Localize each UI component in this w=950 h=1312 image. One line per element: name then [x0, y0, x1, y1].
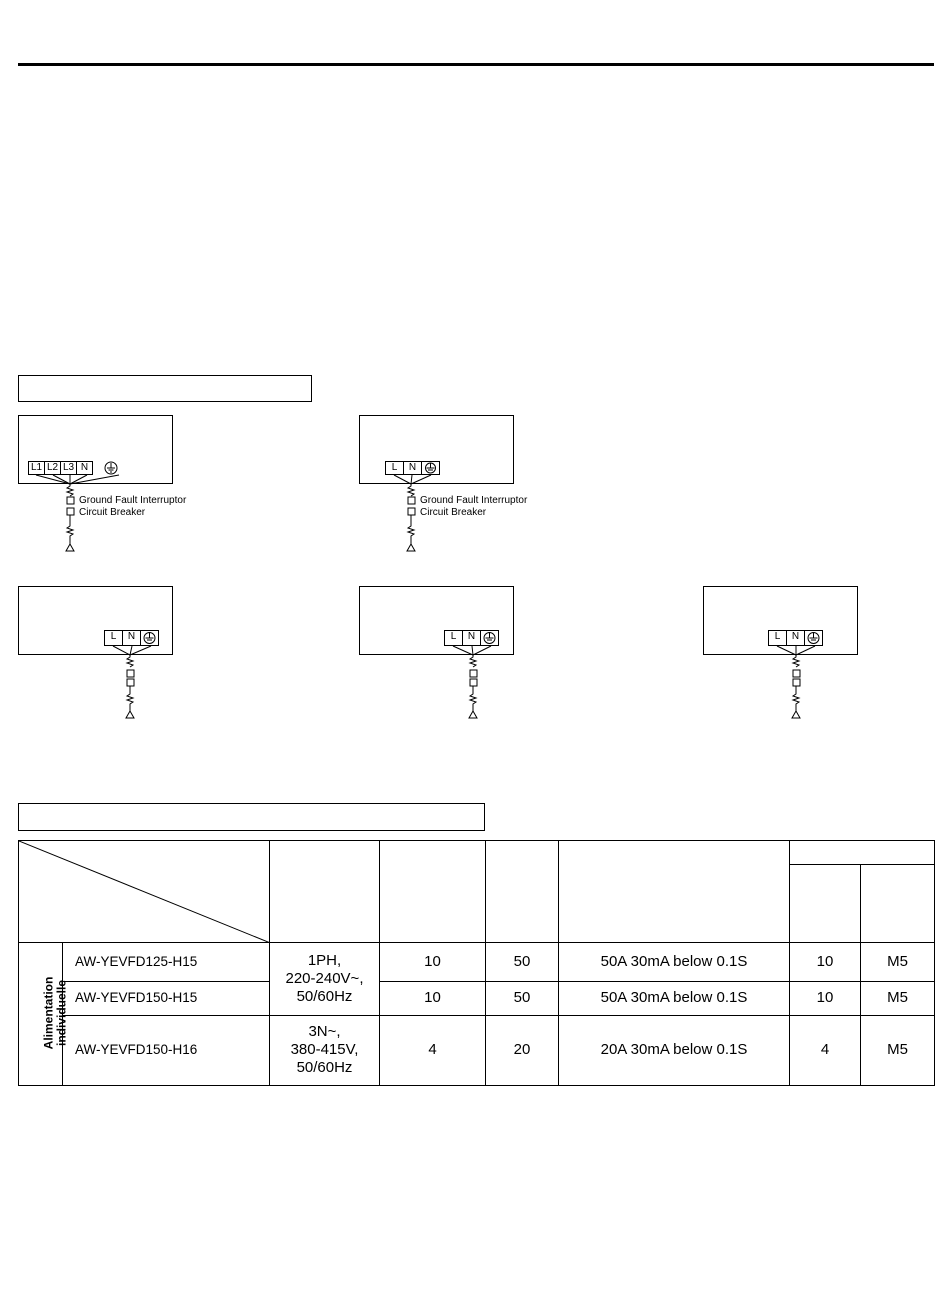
terminal-n: N: [403, 461, 422, 475]
power-cell: 3N~, 380-415V, 50/60Hz: [269, 1014, 380, 1087]
terminal-l2: L2: [44, 461, 61, 475]
wiring-section-title-box: [18, 375, 312, 402]
header-power-supply: [269, 839, 380, 944]
header-col-2: [485, 839, 559, 944]
terminal-n: N: [76, 461, 93, 475]
terminal-l: L: [104, 630, 123, 646]
breaker-label: Circuit Breaker: [420, 507, 487, 518]
gfi-cell: 50A 30mA below 0.1S: [558, 980, 790, 1016]
header-row-bottom: [19, 864, 935, 944]
model-cell: AW-YEVFD150-H16: [62, 1014, 270, 1087]
header-diagonal-cell: [18, 839, 270, 944]
value-cell: M5: [860, 942, 935, 982]
breaker-label: Circuit Breaker: [79, 507, 146, 518]
earth-icon: [421, 461, 440, 475]
terminal-block-three-phase: L1 L2 L3 N: [28, 461, 118, 475]
header-col-4: [789, 864, 861, 944]
header-row-top: [18, 839, 935, 944]
value-cell: 10: [379, 942, 486, 982]
earth-icon: [480, 630, 499, 646]
top-rule: [18, 63, 934, 66]
value-cell: 4: [379, 1014, 486, 1087]
value-cell: 4: [789, 1014, 861, 1087]
table-row: AW-YEVFD150-H16 3N~, 380-415V, 50/60Hz 4…: [19, 1014, 935, 1087]
table-row: AW-YEVFD150-H15 10 50 50A 30mA below 0.1…: [19, 980, 935, 1016]
terminal-block-single-phase: L N: [768, 630, 823, 646]
terminal-block-single-phase: L N: [104, 630, 159, 646]
model-cell: AW-YEVFD150-H15: [62, 980, 270, 1016]
terminal-l: L: [768, 630, 787, 646]
value-cell: 50: [485, 942, 559, 982]
gfi-label: Ground Fault Interruptor: [420, 495, 528, 506]
value-cell: M5: [860, 980, 935, 1016]
value-cell: 10: [379, 980, 486, 1016]
terminal-n: N: [462, 630, 481, 646]
earth-icon: [804, 630, 823, 646]
value-cell: 10: [789, 980, 861, 1016]
earth-icon: [140, 630, 159, 646]
terminal-l: L: [444, 630, 463, 646]
spec-table-title-box: [18, 803, 485, 831]
gfi-cell: 50A 30mA below 0.1S: [558, 942, 790, 982]
value-cell: 50: [485, 980, 559, 1016]
terminal-l: L: [385, 461, 404, 475]
terminal-block-single-phase: L N: [385, 461, 440, 475]
value-cell: 10: [789, 942, 861, 982]
unit-panel-single-phase: [18, 586, 173, 655]
unit-panel-single-phase: [359, 415, 514, 484]
header-gfi: [558, 839, 790, 944]
gfi-label: Ground Fault Interruptor: [79, 495, 187, 506]
terminal-l3: L3: [60, 461, 77, 475]
value-cell: 20: [485, 1014, 559, 1087]
terminal-block-single-phase: L N: [444, 630, 499, 646]
earth-icon: [104, 461, 118, 475]
terminal-n: N: [122, 630, 141, 646]
header-group: [789, 839, 935, 866]
power-cell: 1PH, 220-240V~, 50/60Hz: [269, 942, 380, 1016]
terminal-n: N: [786, 630, 805, 646]
value-cell: M5: [860, 1014, 935, 1087]
header-col-1: [379, 839, 486, 944]
model-cell: AW-YEVFD125-H15: [62, 942, 270, 982]
gfi-cell: 20A 30mA below 0.1S: [558, 1014, 790, 1087]
terminal-l1: L1: [28, 461, 45, 475]
header-col-5: [860, 864, 935, 944]
unit-panel-single-phase: [359, 586, 514, 655]
